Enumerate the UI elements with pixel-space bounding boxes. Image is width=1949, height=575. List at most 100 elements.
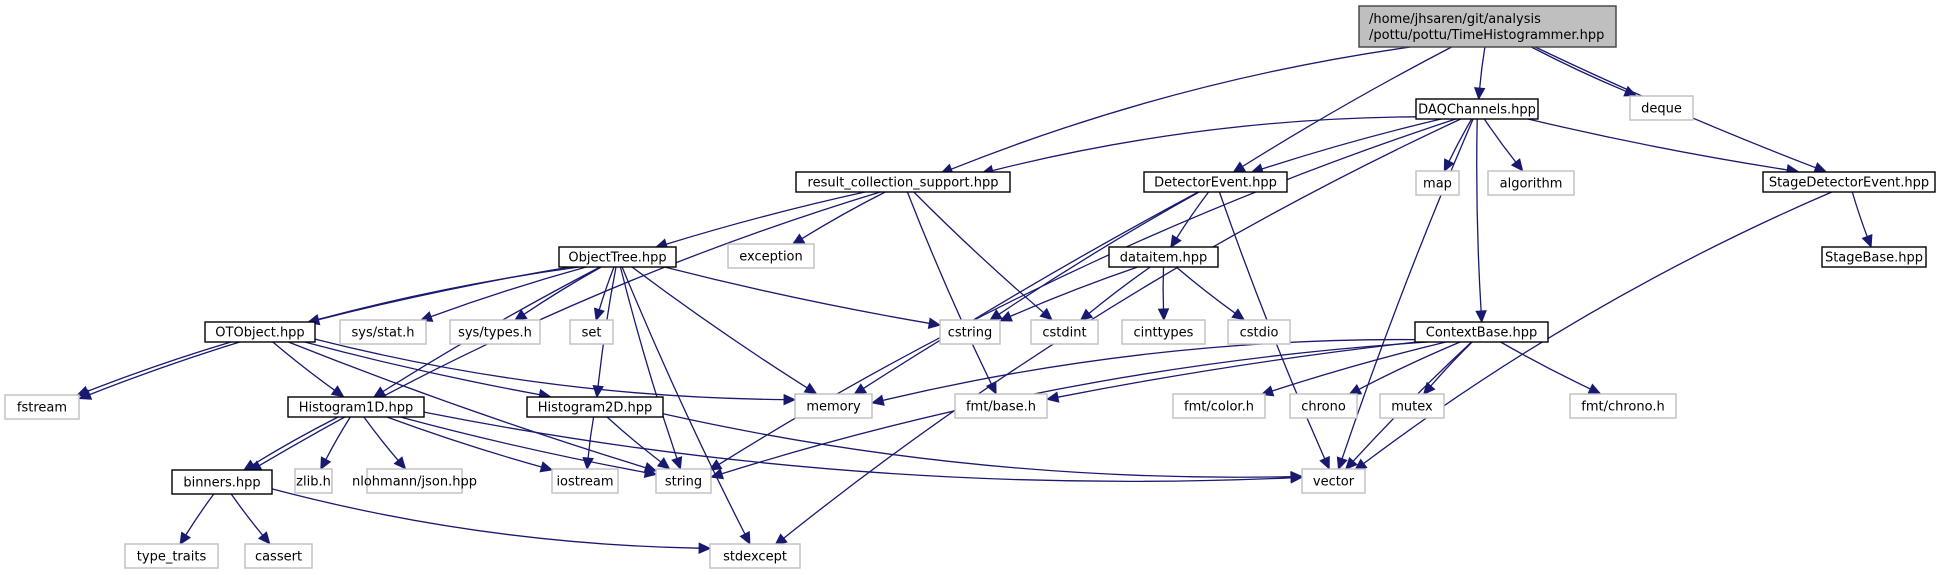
node-root[interactable]: /home/jhsaren/git/analysis/pottu/pottu/T… — [1358, 5, 1617, 48]
arrowhead-root-to-daq — [1473, 87, 1486, 101]
arrowhead-daq-to-vector — [1336, 456, 1348, 471]
edge-otobject-to-h2d — [304, 341, 540, 396]
node-label: mutex — [1391, 400, 1433, 415]
node-label: DetectorEvent.hpp — [1154, 176, 1277, 191]
node-ctxbase[interactable]: ContextBase.hpp — [1414, 321, 1549, 343]
node-set: set — [569, 319, 614, 345]
node-box[interactable] — [1821, 246, 1927, 268]
node-stagebase[interactable]: StageBase.hpp — [1821, 246, 1927, 268]
node-rcs[interactable]: result_collection_support.hpp — [795, 171, 1011, 193]
edge-root-to-rcs — [950, 46, 1411, 170]
edge-binners-to-stdexcept — [271, 488, 700, 549]
nodes-layer: /home/jhsaren/git/analysis/pottu/pottu/T… — [4, 5, 1936, 569]
edge-objtree-to-systypes — [523, 266, 602, 315]
edge-daq-to-algorithm — [1483, 118, 1517, 163]
edge-detev-to-memory — [863, 191, 1199, 389]
edge-objtree-to-stdexcept — [621, 266, 746, 535]
node-box[interactable] — [204, 321, 316, 343]
node-label: cstring — [948, 326, 992, 341]
edge-rcs-to-fmtbase — [906, 191, 992, 385]
node-box — [709, 543, 801, 569]
node-binners[interactable]: binners.hpp — [171, 469, 273, 495]
node-box[interactable] — [1358, 5, 1617, 48]
arrowhead-binners-to-typetraits — [179, 531, 192, 546]
edge-sde-to-vector — [1363, 191, 1833, 465]
node-box — [4, 394, 80, 420]
node-dataitem[interactable]: dataitem.hpp — [1108, 246, 1219, 268]
edge-daq-to-sde — [1527, 118, 1788, 171]
node-box[interactable] — [1762, 171, 1936, 193]
edge-h1d-to-zlib — [325, 416, 351, 460]
node-label: map — [1423, 177, 1452, 192]
node-cassert: cassert — [244, 543, 313, 569]
node-algorithm: algorithm — [1487, 170, 1575, 196]
arrowhead-daq-to-ctxbase — [1475, 310, 1487, 324]
edge-rcs-to-cstdint — [913, 191, 1044, 313]
edge-otobject-to-memory — [314, 338, 785, 401]
node-box — [1569, 393, 1677, 419]
node-mutex: mutex — [1379, 393, 1445, 419]
node-box — [1227, 319, 1291, 345]
node-label: type_traits — [137, 550, 207, 565]
node-h1d[interactable]: Histogram1D.hpp — [287, 396, 425, 418]
node-box[interactable] — [1108, 246, 1219, 268]
node-box[interactable] — [1414, 321, 1549, 343]
arrowhead-h1d-to-binners — [242, 459, 257, 472]
node-box[interactable] — [1415, 98, 1539, 120]
node-sde[interactable]: StageDetectorEvent.hpp — [1762, 171, 1936, 193]
edge-root-to-detev — [1242, 46, 1452, 168]
edge-root-to-deque — [1531, 46, 1627, 92]
arrowhead-dataitem-to-cstdint — [1079, 308, 1094, 322]
node-box — [1121, 319, 1206, 345]
node-label: StageBase.hpp — [1825, 251, 1923, 266]
node-box[interactable] — [795, 171, 1011, 193]
node-label: ContextBase.hpp — [1426, 326, 1537, 341]
node-label: ObjectTree.hpp — [568, 251, 666, 266]
node-box[interactable] — [287, 396, 425, 418]
node-detev[interactable]: DetectorEvent.hpp — [1143, 171, 1288, 193]
node-box — [449, 319, 541, 345]
node-box — [339, 319, 427, 345]
node-box — [1172, 393, 1266, 419]
node-cinttypes: cinttypes — [1121, 319, 1206, 345]
edge-detev-to-cstring — [998, 191, 1200, 315]
node-label: fmt/chrono.h — [1581, 400, 1664, 415]
node-label: nlohmann/json.hpp — [352, 475, 477, 490]
node-label: exception — [739, 250, 803, 265]
edge-h1d-to-json — [363, 416, 399, 461]
node-label: dataitem.hpp — [1120, 251, 1208, 266]
node-box — [655, 468, 712, 494]
node-label: stdexcept — [723, 550, 787, 565]
arrowhead-root-to-sde — [1813, 162, 1828, 173]
node-label: StageDetectorEvent.hpp — [1769, 176, 1929, 191]
arrowhead-dataitem-to-cstring — [999, 310, 1013, 322]
edge-binners-to-typetraits — [185, 493, 215, 536]
edge-h1d-to-binners — [252, 416, 339, 466]
edge-ctxbase-to-fmtbase — [1057, 341, 1417, 398]
node-box[interactable] — [1143, 171, 1288, 193]
node-cstdio: cstdio — [1227, 319, 1291, 345]
node-box — [794, 393, 873, 419]
node-box — [1301, 468, 1366, 494]
node-otobject[interactable]: OTObject.hpp — [204, 321, 316, 343]
node-cstdint: cstdint — [1030, 319, 1099, 345]
arrowhead-ctxbase-to-fmtbase — [1045, 391, 1060, 403]
arrowhead-sde-to-stagebase — [1861, 234, 1873, 249]
node-label: algorithm — [1500, 177, 1563, 192]
edge-objtree-to-sysstat — [430, 266, 587, 318]
node-json: nlohmann/json.hpp — [352, 468, 477, 494]
node-label: vector — [1313, 475, 1355, 490]
arrowhead-objtree-to-memory — [803, 382, 818, 395]
arrowhead-binners-to-stdexcept — [698, 542, 712, 554]
node-label: memory — [806, 400, 861, 415]
node-box — [1289, 393, 1358, 419]
node-box[interactable] — [171, 469, 273, 495]
node-h2d[interactable]: Histogram2D.hpp — [526, 396, 664, 418]
node-box[interactable] — [558, 246, 677, 268]
node-box[interactable] — [526, 396, 664, 418]
arrowhead-rcs-to-fmtbase — [985, 380, 997, 395]
node-label: fmt/color.h — [1184, 400, 1254, 415]
node-daq[interactable]: DAQChannels.hpp — [1415, 98, 1539, 120]
node-objtree[interactable]: ObjectTree.hpp — [558, 246, 677, 268]
